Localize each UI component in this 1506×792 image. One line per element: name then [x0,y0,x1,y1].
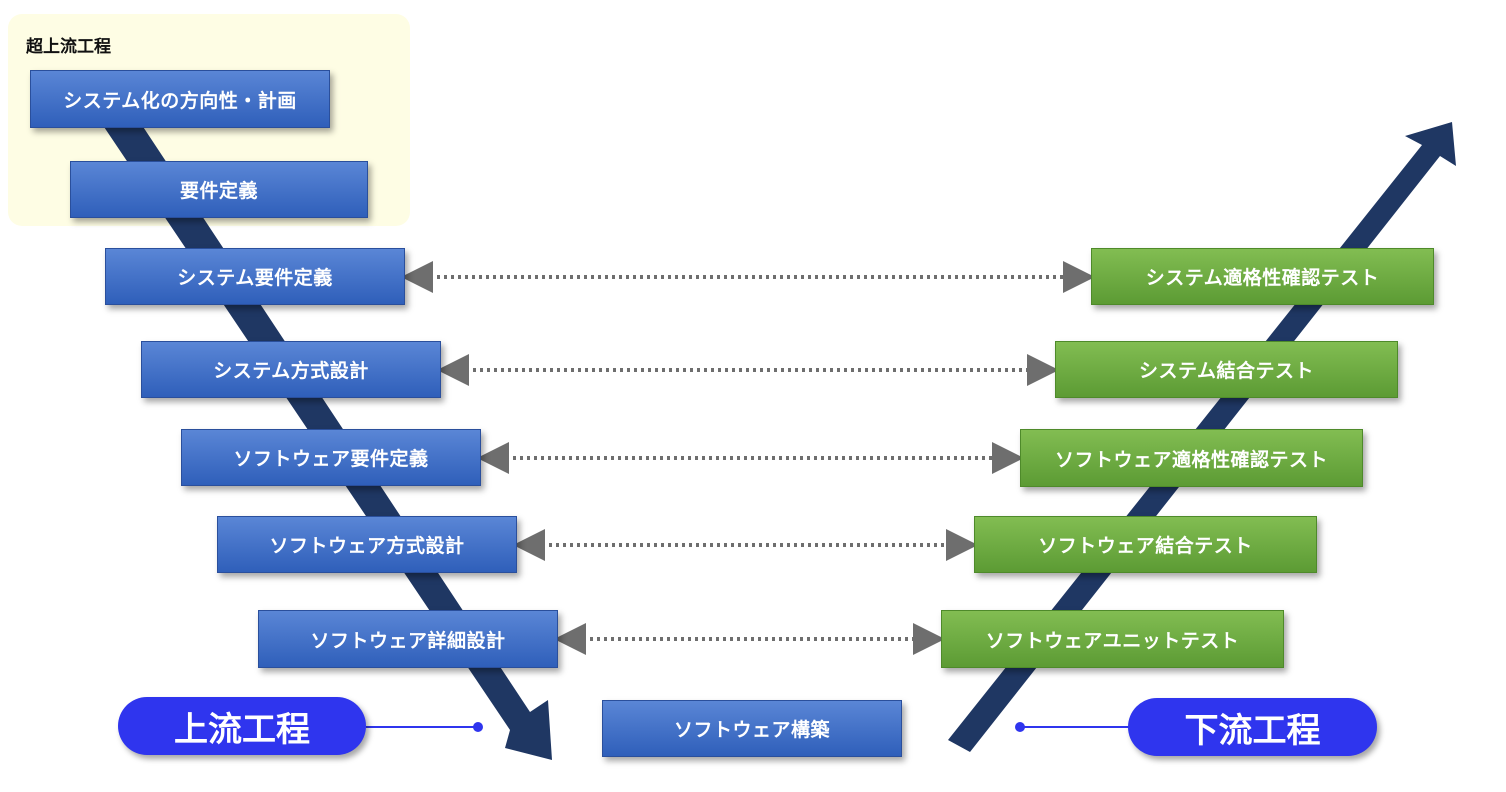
step-system-architecture[interactable]: システム方式設計 [141,341,441,398]
zone-title: 超上流工程 [26,37,111,57]
step-system-planning[interactable]: システム化の方向性・計画 [30,70,330,128]
step-software-architecture[interactable]: ソフトウェア方式設計 [217,516,517,573]
downstream-connector-dot [1015,722,1025,732]
step-software-requirements[interactable]: ソフトウェア要件定義 [181,429,481,486]
upstream-label: 上流工程 [118,697,366,755]
step-system-requirements[interactable]: システム要件定義 [105,248,405,305]
verification-links [401,261,1095,655]
step-software-qualification-test[interactable]: ソフトウェア適格性確認テスト [1020,429,1363,487]
step-requirements[interactable]: 要件定義 [70,161,368,218]
downstream-label: 下流工程 [1128,698,1377,756]
step-software-construction[interactable]: ソフトウェア構築 [602,700,902,757]
step-software-integration-test[interactable]: ソフトウェア結合テスト [974,516,1317,573]
upstream-connector-dot [473,722,483,732]
step-system-qualification-test[interactable]: システム適格性確認テスト [1091,248,1434,305]
step-system-integration-test[interactable]: システム結合テスト [1055,341,1398,398]
step-software-unit-test[interactable]: ソフトウェアユニットテスト [941,610,1284,668]
step-software-detailed-design[interactable]: ソフトウェア詳細設計 [258,610,558,668]
